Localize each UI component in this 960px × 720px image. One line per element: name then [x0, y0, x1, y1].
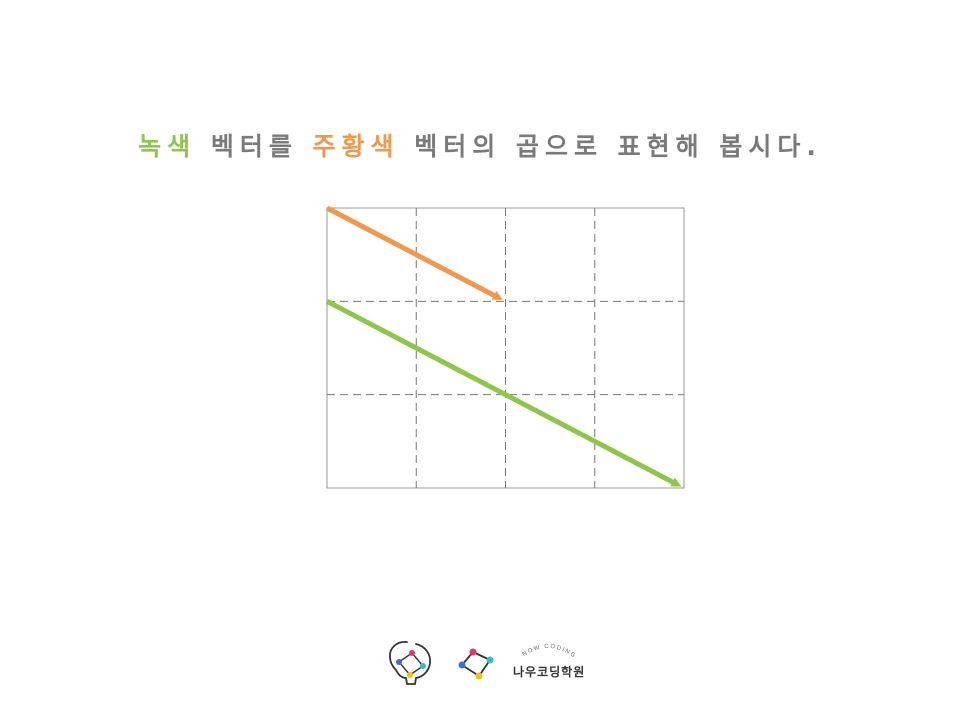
- footer-logo: NOW CODING 나우코딩학원: [385, 638, 615, 688]
- page-title: 녹색 벡터를 주황색 벡터의 곱으로 표현해 봅시다.: [0, 127, 960, 163]
- now-coding-mark-icon: [458, 648, 494, 680]
- svg-text:NOW CODING: NOW CODING: [522, 644, 578, 660]
- title-text-2: 벡터의 곱으로 표현해 봅시다.: [399, 132, 822, 161]
- grid-lines: [326, 207, 685, 489]
- orange-vector: [325, 205, 503, 300]
- logo-arc-label: NOW CODING: [522, 644, 576, 660]
- title-orange-word: 주황색: [312, 132, 400, 161]
- logo-name: 나우코딩학원: [513, 665, 586, 679]
- brain-logo-icon: [389, 641, 431, 685]
- vector-layer: [325, 205, 682, 487]
- title-text-1: 벡터를: [196, 132, 313, 161]
- green-vector: [325, 299, 682, 487]
- logo-arc-text: NOW CODING: [522, 644, 578, 660]
- title-green-word: 녹색: [138, 132, 197, 161]
